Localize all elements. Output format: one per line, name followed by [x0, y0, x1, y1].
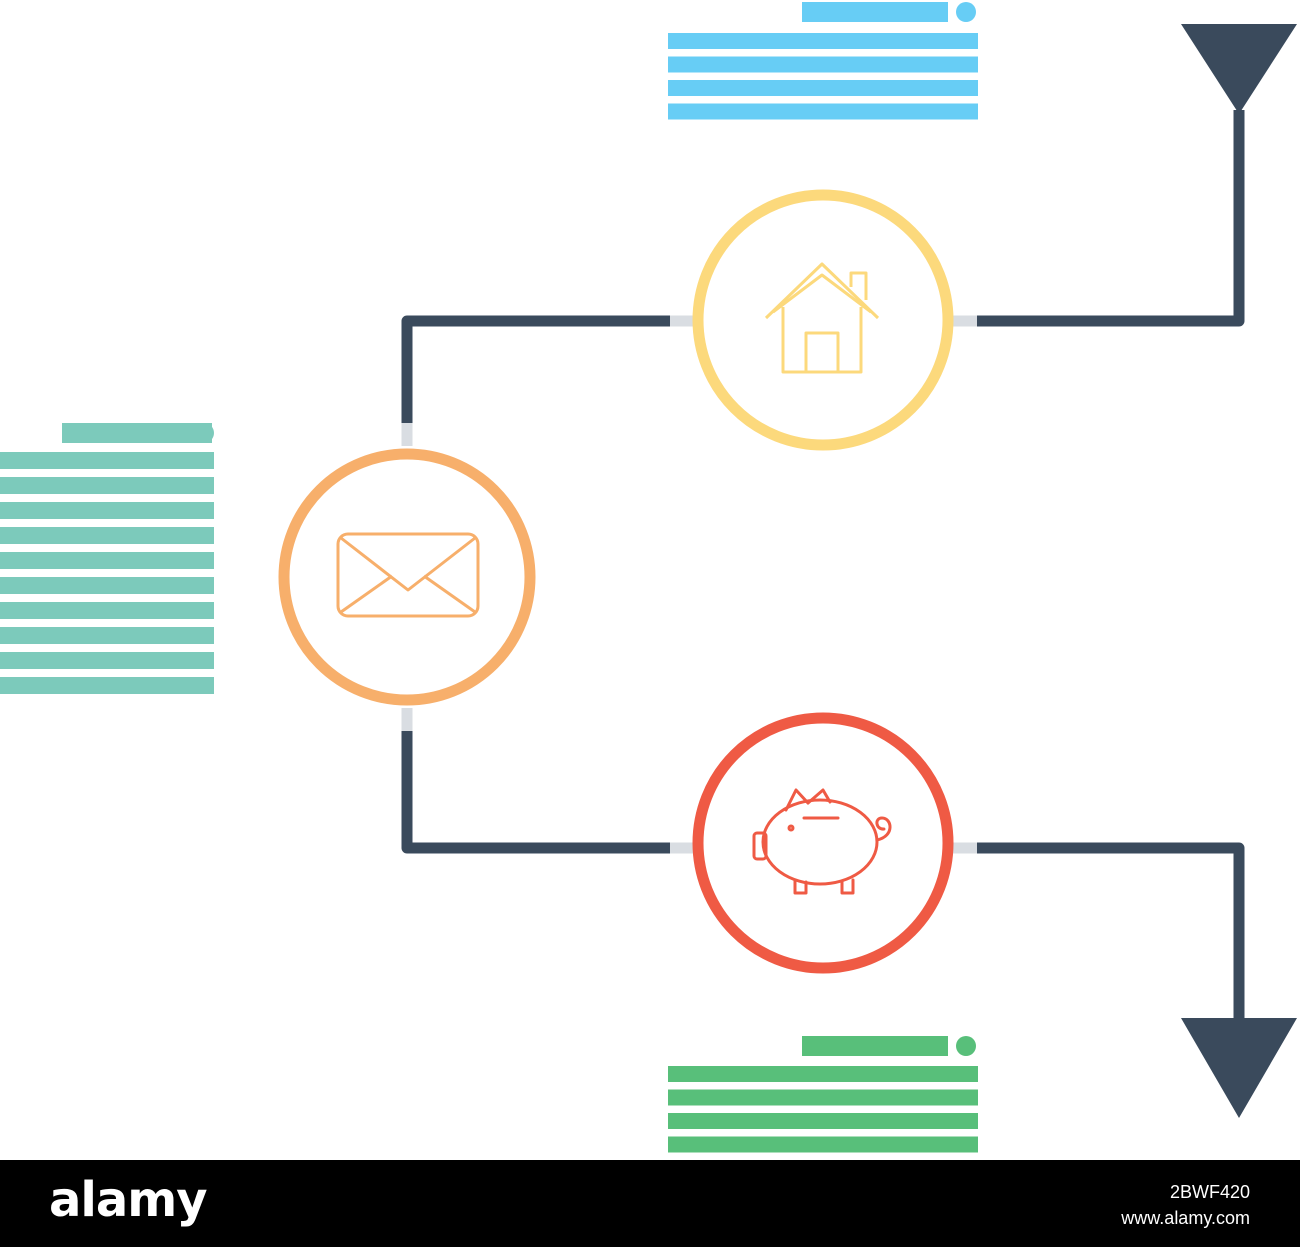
funnel-triangle-icon [1181, 24, 1297, 114]
text-line [0, 652, 214, 669]
text-block-top [668, 2, 978, 120]
text-line [0, 452, 214, 469]
arrow-down-icon [1181, 1018, 1297, 1118]
text-line [0, 477, 214, 494]
connector-lines [401, 110, 1245, 1030]
connector-piggy-right [977, 842, 1245, 1030]
footer-image-id: 2BWF420 [1169, 1182, 1250, 1202]
flow-diagram [0, 2, 1297, 1153]
text-line [0, 527, 214, 544]
node-piggy [692, 712, 954, 974]
house-icon [764, 262, 880, 374]
envelope-icon [336, 532, 480, 618]
footer-bar: alamy 2BWF420 www.alamy.com [0, 1160, 1300, 1247]
text-line [0, 627, 214, 644]
connector-gaps [401, 315, 977, 854]
footer-logo: alamy [49, 1172, 208, 1228]
text-block-left [0, 423, 214, 694]
text-line [0, 677, 214, 694]
piggy-bank-icon [752, 788, 892, 895]
text-line [668, 80, 978, 96]
text-line [668, 56, 978, 73]
text-line [668, 1113, 978, 1129]
text-line [0, 552, 214, 569]
node-mail-ring [278, 448, 536, 706]
text-line [0, 502, 214, 519]
connector-mail-home [401, 315, 670, 430]
text-line [0, 577, 214, 594]
text-line [668, 103, 978, 120]
connector-home-right [977, 110, 1245, 327]
text-line [668, 1089, 978, 1106]
text-line [668, 1136, 978, 1153]
node-mail [278, 448, 536, 706]
node-home-ring [692, 189, 954, 451]
text-line [0, 602, 214, 619]
node-piggy-ring [692, 712, 954, 974]
text-block-bottom [668, 1036, 978, 1153]
text-line [668, 33, 978, 49]
connector-mail-piggy [401, 730, 670, 854]
footer-url: www.alamy.com [1121, 1208, 1250, 1228]
node-home [692, 189, 954, 451]
text-line [668, 1066, 978, 1082]
